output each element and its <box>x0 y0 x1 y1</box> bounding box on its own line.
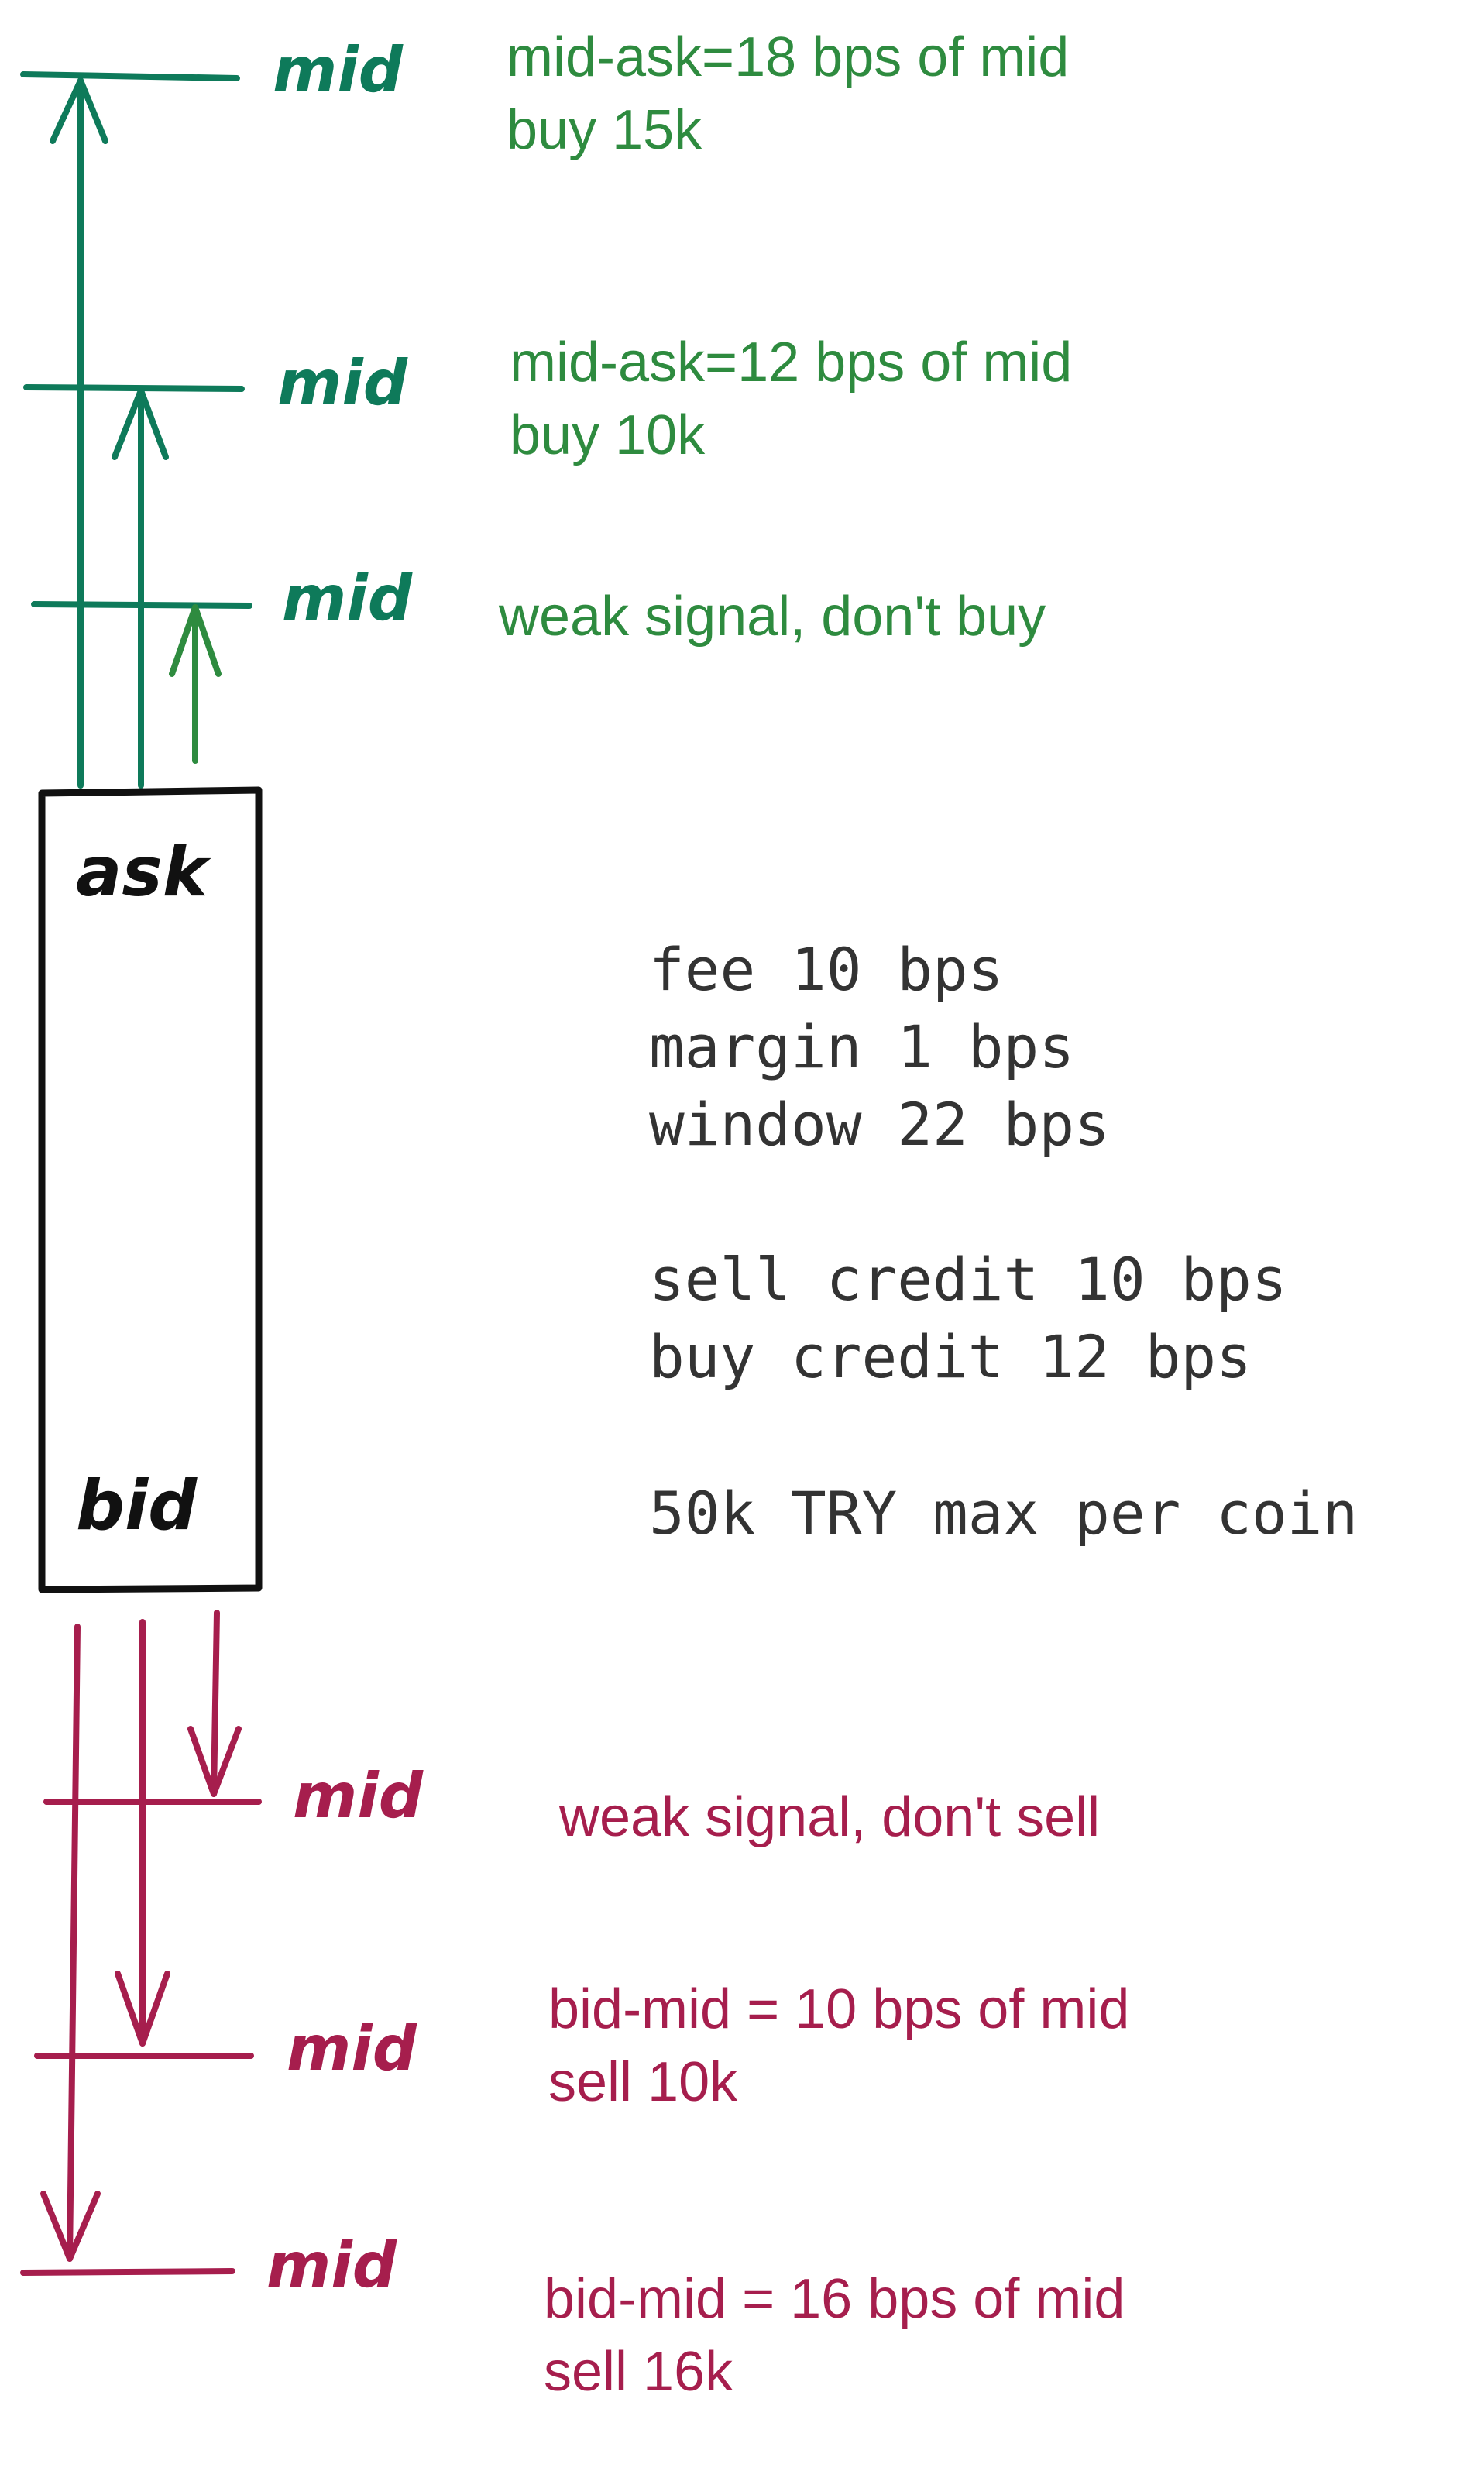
parameters-block: fee 10 bps margin 1 bps window 22 bps se… <box>649 935 1358 1548</box>
sell-note-2-line-1: bid-mid = 10 bps of mid <box>548 1978 1129 2040</box>
buy-mid-line-1 <box>20 71 240 81</box>
param-window: window 22 bps <box>649 1090 1110 1159</box>
sell-note-1-line-1: weak signal, don't sell <box>558 1786 1100 1848</box>
sell-note-3-line-2: sell 16k <box>544 2341 733 2403</box>
sell-mid-label-2: mid <box>287 2012 417 2084</box>
buy-note-2-line-2: buy 10k <box>510 404 706 466</box>
sell-mid-labels: mid mid mid <box>266 1760 424 2301</box>
buy-arrow-head-2 <box>112 387 169 460</box>
book-outline <box>38 786 263 1593</box>
sell-arrow-shaft-1 <box>211 1610 220 1797</box>
buy-mid-labels: mid mid mid <box>273 34 413 634</box>
sell-notes: weak signal, don't sell bid-mid = 10 bps… <box>544 1786 1129 2403</box>
sell-mid-label-3: mid <box>266 2229 397 2301</box>
param-margin: margin 1 bps <box>649 1012 1074 1081</box>
ask-label: ask <box>76 832 211 912</box>
sell-side <box>20 1610 262 2276</box>
sell-note-3-line-1: bid-mid = 16 bps of mid <box>544 2268 1125 2330</box>
buy-side <box>20 71 252 789</box>
buy-mid-line-3 <box>31 601 252 609</box>
param-buy-credit: buy credit 12 bps <box>649 1322 1252 1391</box>
sell-arrow-head-1 <box>187 1726 242 1797</box>
buy-notes: mid-ask=18 bps of mid buy 15k mid-ask=12… <box>498 26 1072 648</box>
buy-mid-label-3: mid <box>282 562 413 634</box>
buy-mid-line-2 <box>23 384 245 392</box>
buy-note-1-line-2: buy 15k <box>507 99 702 161</box>
sell-arrow-shaft-3 <box>67 1624 81 2262</box>
buy-mid-label-1: mid <box>273 34 404 106</box>
sell-note-2-line-2: sell 10k <box>548 2051 738 2113</box>
buy-arrow-head-1 <box>50 77 108 144</box>
sell-arrow-head-2 <box>115 1971 170 2047</box>
buy-note-2-line-1: mid-ask=12 bps of mid <box>510 332 1072 394</box>
bid-label: bid <box>76 1466 198 1545</box>
sell-mid-label-1: mid <box>293 1760 424 1832</box>
buy-note-1-line-1: mid-ask=18 bps of mid <box>507 26 1069 88</box>
param-sell-credit: sell credit 10 bps <box>649 1245 1287 1314</box>
buy-arrow-head-3 <box>169 604 222 677</box>
buy-mid-label-2: mid <box>277 347 408 419</box>
sell-arrow-head-3 <box>40 2191 101 2262</box>
order-book-box: ask bid <box>38 786 263 1593</box>
param-fee: fee 10 bps <box>649 935 1004 1004</box>
buy-note-3-line-1: weak signal, don't buy <box>498 586 1046 648</box>
param-max-per-coin: 50k TRY max per coin <box>649 1479 1358 1548</box>
sell-mid-line-3 <box>20 2268 235 2276</box>
